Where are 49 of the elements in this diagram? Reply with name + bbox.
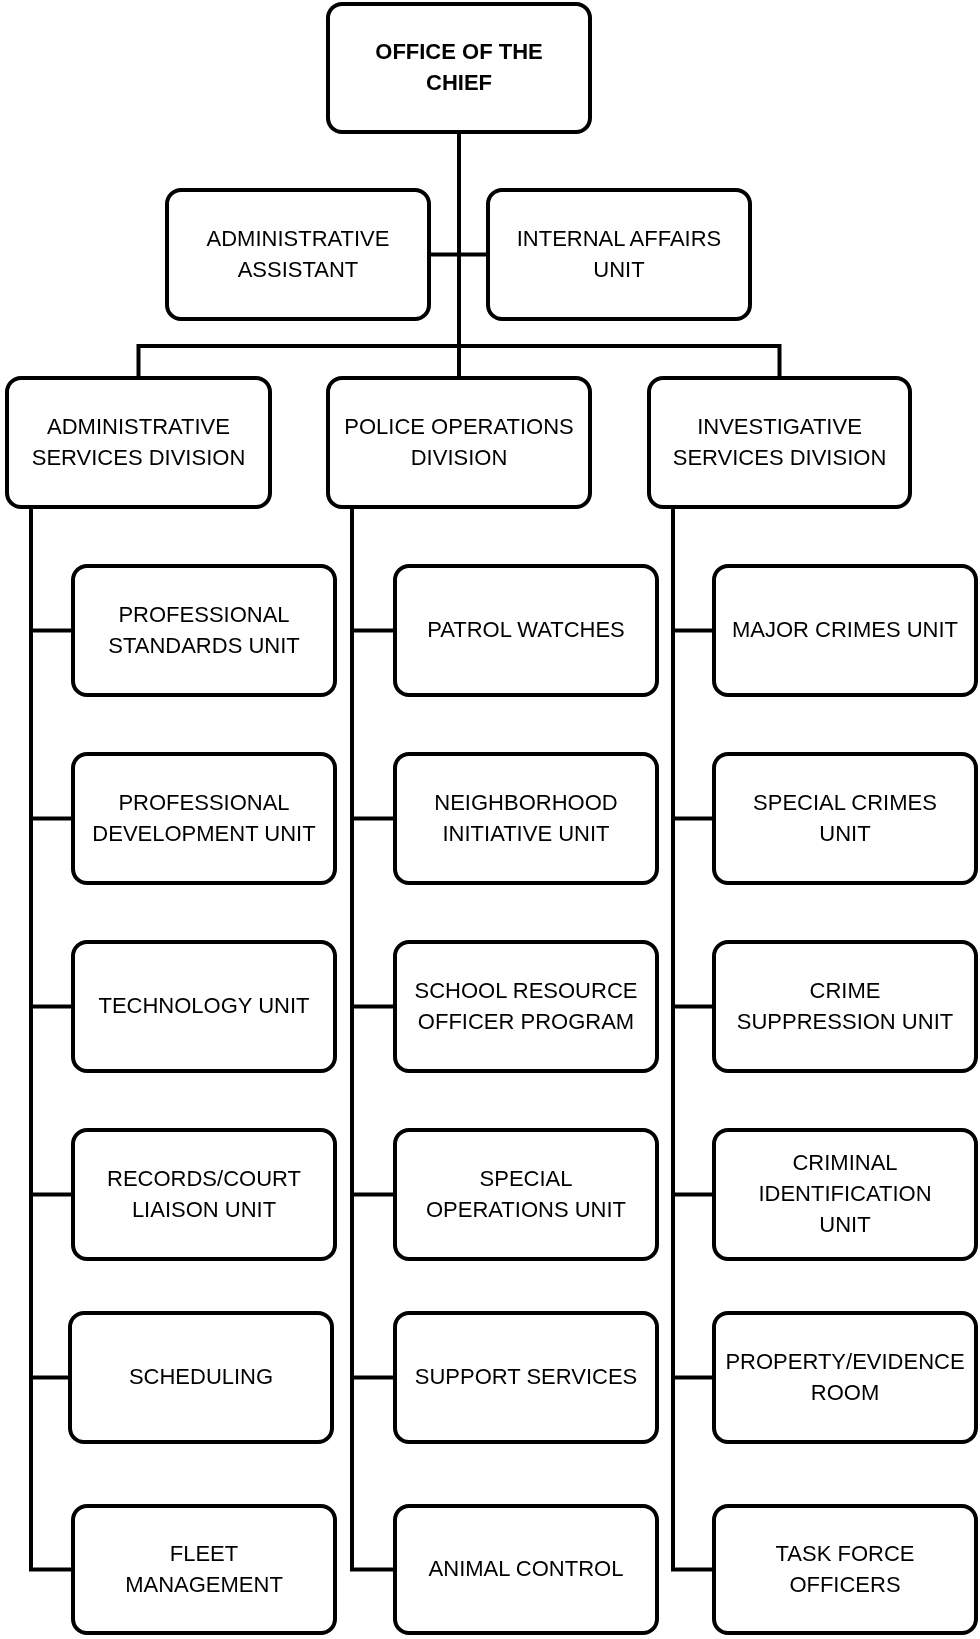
org-unit-box [393,1504,659,1635]
unit-label: SCHEDULING [128,1363,274,1392]
unit-label: CRIMINAL IDENTIFICATION UNIT [757,1149,933,1239]
org-unit-box [71,940,337,1073]
org-unit-box [71,1504,337,1635]
connector-line [457,134,782,376]
org-unit-box [393,564,659,697]
unit-label: MAJOR CRIMES UNIT [731,616,959,645]
org-unit-box [712,564,978,697]
org-unit-box [5,376,272,509]
org-unit-box [165,188,431,321]
unit-label: TASK FORCE OFFICERS [774,1539,916,1599]
org-unit-box [647,376,912,509]
org-unit-box [712,940,978,1073]
unit-label: SUPPORT SERVICES [414,1363,638,1392]
unit-label: SPECIAL CRIMES UNIT [752,788,938,848]
org-unit-box [393,1311,659,1444]
unit-label: TECHNOLOGY UNIT [98,992,310,1021]
org-unit-box [68,1311,334,1444]
org-unit-box [712,1504,978,1635]
unit-label: SCHOOL RESOURCE OFFICER PROGRAM [413,976,639,1036]
org-unit-box [393,752,659,885]
org-unit-box [326,376,592,509]
unit-label: PROPERTY/EVIDENCE ROOM [725,1347,965,1407]
unit-label: INTERNAL AFFAIRS UNIT [515,224,723,284]
org-unit-box [712,1311,978,1444]
org-unit-box [486,188,752,321]
unit-label: CRIME SUPPRESSION UNIT [735,976,955,1036]
unit-label: NEIGHBORHOOD INITIATIVE UNIT [433,788,619,848]
org-unit-box [712,752,978,885]
unit-label: INVESTIGATIVE SERVICES DIVISION [671,412,888,472]
org-unit-box [393,1128,659,1261]
unit-label: PATROL WATCHES [427,616,625,645]
root-box [326,2,592,134]
org-unit-box [712,1128,978,1261]
unit-label: SPECIAL OPERATIONS UNIT [424,1164,628,1224]
org-unit-box [71,1128,337,1261]
unit-label: POLICE OPERATIONS DIVISION [344,412,574,472]
unit-label: FLEET MANAGEMENT [124,1539,284,1599]
unit-label: OFFICE OF THE CHIEF [374,38,544,97]
unit-label: ADMINISTRATIVE SERVICES DIVISION [30,412,247,472]
unit-label: PROFESSIONAL DEVELOPMENT UNIT [91,788,317,848]
org-unit-box [393,940,659,1073]
unit-label: PROFESSIONAL STANDARDS UNIT [107,600,301,660]
org-unit-box [71,752,337,885]
unit-label: ANIMAL CONTROL [428,1555,624,1584]
unit-label: ADMINISTRATIVE ASSISTANT [205,224,391,284]
org-unit-box [71,564,337,697]
unit-label: RECORDS/COURT LIAISON UNIT [106,1164,302,1224]
